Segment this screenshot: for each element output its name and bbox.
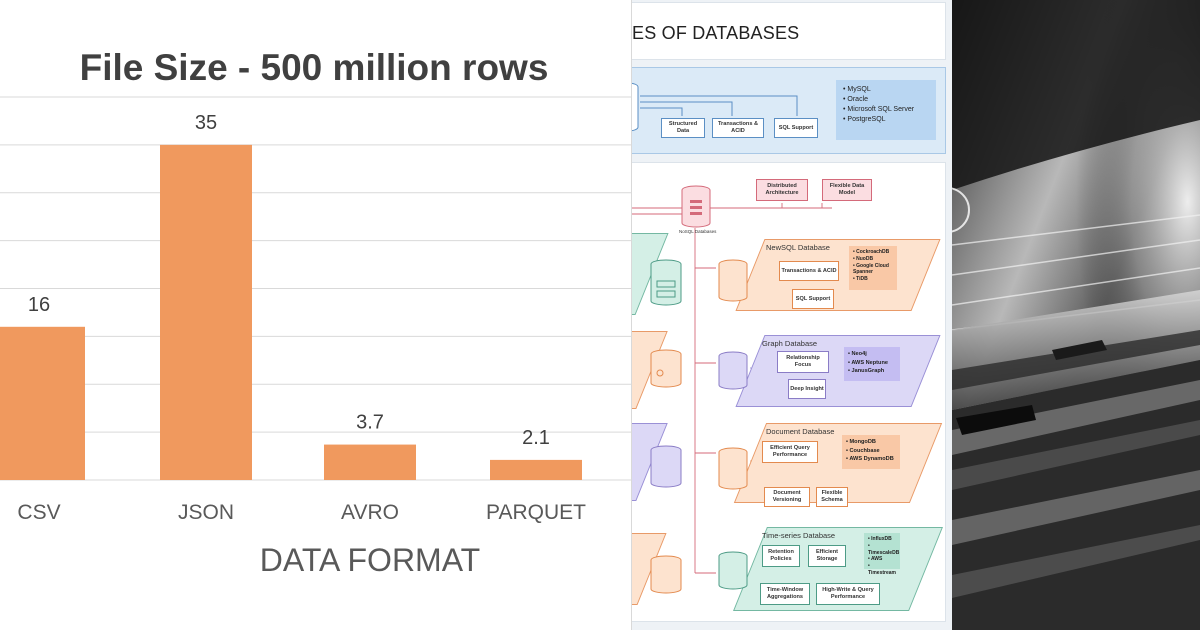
timeseries-box-retention-policies: Retention Policies <box>762 545 800 567</box>
timeseries-box-efficient-storage: Efficient Storage <box>808 545 846 567</box>
newsql-db-icon <box>718 259 748 302</box>
document-box-document-versioning: Document Versioning <box>764 487 810 507</box>
newsql-box-sql-support: SQL Support <box>792 289 834 309</box>
newsql-example: • TiDB <box>853 276 868 282</box>
document-left-db-icon <box>650 445 682 488</box>
document-example: • Couchbase <box>846 447 880 454</box>
data-label-avro: 3.7 <box>356 412 384 434</box>
newsql-title: NewSQL Database <box>766 243 830 252</box>
chart-title: File Size - 500 million rows <box>80 47 549 88</box>
x-tick-json: JSON <box>178 501 234 524</box>
grid-lines <box>0 96 631 481</box>
graph-box-deep-insight: Deep Insight <box>788 379 826 399</box>
document-box-flexible-schema: Flexible Schema <box>816 487 848 507</box>
graph-example: • JanusGraph <box>848 368 885 375</box>
document-title: Document Database <box>766 427 835 436</box>
diagram-header: ES OF DATABASES <box>632 2 946 60</box>
diagram-title: ES OF DATABASES <box>632 23 800 43</box>
newsql-example: • NuoDB <box>853 255 874 262</box>
nosql-box-distributed-architecture: Distributed Architecture <box>756 179 808 201</box>
bars <box>0 144 582 480</box>
timeseries-example: • Timestream <box>868 563 896 576</box>
bar-parquet <box>490 459 582 480</box>
timeseries-title: Time-series Database <box>762 531 836 540</box>
nosql-section: NoSQL Databases Distributed Architecture… <box>632 162 946 622</box>
timeseries-example: • InfluxDB <box>868 536 892 542</box>
relational-example: • MySQL <box>843 86 871 93</box>
relational-example: • PostgreSQL <box>843 116 886 124</box>
relational-example: • Microsoft SQL Server <box>843 106 915 114</box>
relational-db-icon <box>632 82 639 132</box>
graph-example: • AWS Neptune <box>848 359 888 366</box>
graph-examples: • Neo4j • AWS Neptune • JanusGraph <box>844 347 900 381</box>
x-tick-labels: CSV JSON AVRO PARQUET <box>17 501 586 524</box>
relational-connectors <box>640 95 798 116</box>
database-types-diagram: ES OF DATABASES Structured Data Transact… <box>632 0 952 630</box>
newsql-example: • Google Cloud Spanner <box>853 262 889 276</box>
timeseries-box-time-window: Time-Window Aggregations <box>760 583 810 605</box>
x-tick-parquet: PARQUET <box>486 501 586 524</box>
document-example: • AWS DynamoDB <box>846 456 894 463</box>
x-tick-avro: AVRO <box>341 501 399 524</box>
graph-example: • Neo4j <box>848 351 867 357</box>
nosql-box-flexible-data-model: Flexible Data Model <box>822 179 872 201</box>
timeseries-example: • TimescaleDB <box>868 542 900 556</box>
relational-box-transactions-acid: Transactions & ACID <box>712 118 764 138</box>
relational-section: Structured Data Transactions & ACID SQL … <box>632 67 946 154</box>
bar-chart: 16 35 3.7 2.1 CSV JSON AVRO PARQUET File Size … <box>0 47 631 578</box>
x-axis-label: DATA FORMAT <box>260 542 480 578</box>
bar-chart-panel: 16 35 3.7 2.1 CSV JSON AVRO PARQUET File Size … <box>0 0 632 630</box>
document-db-icon <box>718 447 748 490</box>
graph-left-db-icon <box>650 349 682 388</box>
data-label-json: 35 <box>195 112 217 134</box>
data-label-csv: 16 <box>28 294 50 316</box>
newsql-example: • CockroachDB <box>853 249 890 255</box>
timeseries-example: • AWS <box>868 556 883 563</box>
graph-db-icon <box>718 351 748 390</box>
bar-json <box>160 144 252 480</box>
x-tick-csv: CSV <box>17 501 60 524</box>
newsql-box-transactions-acid: Transactions & ACID <box>779 261 839 281</box>
abstract-image-graphic <box>952 0 1200 630</box>
data-labels: 16 35 3.7 2.1 <box>28 112 550 449</box>
timeseries-examples: • InfluxDB • TimescaleDB • AWS • Timestr… <box>864 533 900 576</box>
data-label-parquet: 2.1 <box>522 427 550 449</box>
newsql-left-db-icon <box>650 259 682 306</box>
abstract-monochrome-image <box>952 0 1200 630</box>
document-example: • MongoDB <box>846 439 876 445</box>
nosql-label: NoSQL Databases <box>679 229 717 234</box>
document-examples: • MongoDB • Couchbase • AWS DynamoDB <box>842 435 900 469</box>
bar-csv <box>0 326 85 480</box>
relational-box-structured-data: Structured Data <box>661 118 705 138</box>
timeseries-box-high-write: High-Write & Query Performance <box>816 583 880 605</box>
nosql-db-icon <box>681 185 711 228</box>
bar-avro <box>324 444 416 480</box>
document-box-efficient-query: Efficient Query Performance <box>762 441 818 463</box>
graph-title: Graph Database <box>762 339 818 348</box>
newsql-examples: • CockroachDB • NuoDB • Google Cloud Spa… <box>849 246 897 290</box>
relational-example: • Oracle <box>843 96 869 104</box>
relational-examples: • MySQL • Oracle • Microsoft SQL Server … <box>836 80 936 140</box>
relational-box-sql-support: SQL Support <box>774 118 818 138</box>
graph-box-relationship-focus: Relationship Focus <box>777 351 829 373</box>
timeseries-left-db-icon <box>650 555 682 594</box>
timeseries-db-icon <box>718 551 748 590</box>
